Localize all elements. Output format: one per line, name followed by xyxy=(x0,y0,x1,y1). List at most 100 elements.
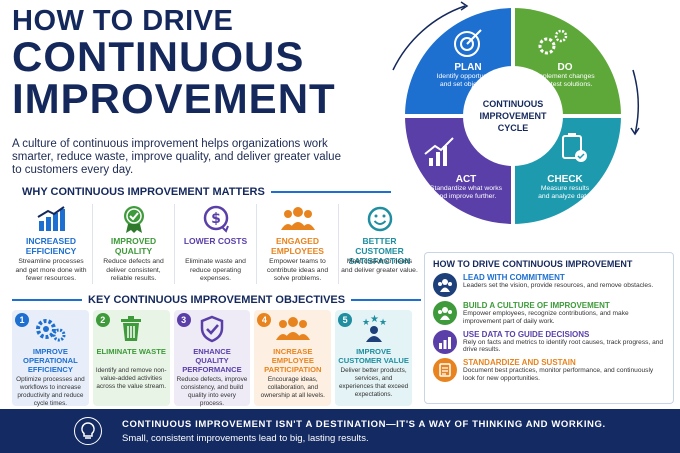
matters-heading: WHY CONTINUOUS IMPROVEMENT MATTERS xyxy=(22,186,391,198)
svg-text:★: ★ xyxy=(379,318,387,328)
matters-desc: Eliminate waste and reduce operating exp… xyxy=(185,258,246,282)
heading-rule xyxy=(351,299,422,301)
matters-desc: Empower teams to contribute ideas and so… xyxy=(266,258,329,282)
check-title: CHECK xyxy=(547,174,583,185)
objective-card-3: 3 ENHANCE QUALITY PERFORMANCE Reduce def… xyxy=(173,310,251,407)
heading-rule xyxy=(12,299,82,301)
drive-title: BUILD A CULTURE OF IMPROVEMENT xyxy=(463,301,610,310)
drive-item-commitment: LEAD WITH COMMITMENT Leaders set the vis… xyxy=(433,273,665,297)
team-icon xyxy=(259,204,336,234)
objective-title: ENHANCE QUALITY PERFORMANCE xyxy=(182,347,242,374)
do-desc-1: Implement changes xyxy=(535,73,595,80)
team-icon xyxy=(433,301,457,325)
shield-check-icon xyxy=(177,314,248,344)
intro-text: A culture of continuous improvement help… xyxy=(12,138,341,176)
cycle-plan-label: PLAN Identify opportunities and set obje… xyxy=(428,62,508,89)
matters-item-costs: $ LOWER COSTS Eliminate waste and reduce… xyxy=(174,204,256,284)
star-customer-icon: ★★★ xyxy=(338,314,409,344)
team-icon xyxy=(257,314,328,344)
objective-desc: Deliver better products, services, and e… xyxy=(338,367,409,398)
checklist-icon xyxy=(433,358,457,383)
gears-icon xyxy=(15,314,86,344)
plan-title: PLAN xyxy=(454,62,482,73)
objective-card-4: 4 INCREASE EMPLOYEE PARTICIPATION Encour… xyxy=(254,310,332,406)
cycle-act-label: ACT Standardize what works and improve f… xyxy=(423,174,509,201)
page-title: HOW TO DRIVE CONTINUOUS IMPROVEMENT xyxy=(12,6,357,120)
heading-rule xyxy=(270,191,391,193)
lightbulb-icon xyxy=(74,417,102,445)
plan-desc-2: and set objectives. xyxy=(439,81,497,88)
svg-text:★: ★ xyxy=(362,318,370,328)
objective-card-1: 1 IMPROVE OPERATIONAL EFFICIENCY Optimiz… xyxy=(12,310,89,407)
objective-number: 4 xyxy=(257,313,272,327)
drive-panel: HOW TO DRIVE CONTINUOUS IMPROVEMENT LEAD… xyxy=(424,252,674,404)
check-desc-2: and analyze data. xyxy=(538,193,592,200)
drive-item-culture: BUILD A CULTURE OF IMPROVEMENT Empower e… xyxy=(433,301,665,326)
matters-title: ENGAGED EMPLOYEES xyxy=(271,236,324,256)
pdca-cycle-diagram: PLAN Identify opportunities and set obje… xyxy=(385,0,665,240)
title-line-1: HOW TO DRIVE xyxy=(12,5,234,37)
check-desc-1: Measure results xyxy=(540,185,590,192)
matters-title: IMPROVED QUALITY xyxy=(110,236,157,256)
drive-desc: Empower employees, recognize contributio… xyxy=(463,310,629,325)
target-icon xyxy=(454,29,482,57)
matters-desc: Streamline processes and get more done w… xyxy=(15,258,87,282)
matters-item-employees: ENGAGED EMPLOYEES Empower teams to contr… xyxy=(256,204,338,284)
gears-icon xyxy=(538,29,568,55)
do-title: DO xyxy=(557,62,573,73)
objective-number: 5 xyxy=(338,313,353,327)
objective-desc: Reduce defects, improve consistency, and… xyxy=(176,376,248,407)
svg-text:★: ★ xyxy=(370,315,379,325)
drive-heading: HOW TO DRIVE CONTINUOUS IMPROVEMENT xyxy=(433,259,633,269)
title-line-2: CONTINUOUS xyxy=(12,33,305,80)
cycle-do-label: DO Implement changes and test solutions. xyxy=(525,62,605,89)
drive-desc: Document best practices, monitor perform… xyxy=(463,367,654,382)
act-desc-1: Standardize what works xyxy=(429,185,503,192)
objective-desc: Identify and remove non-value-added acti… xyxy=(95,367,167,390)
footer-banner: CONTINUOUS IMPROVEMENT ISN'T A DESTINATI… xyxy=(0,409,680,453)
matters-title: BETTER CUSTOMER SATISFACTION xyxy=(348,236,411,266)
bar-chart-icon xyxy=(12,204,90,234)
drive-desc: Leaders set the vision, provide resource… xyxy=(463,282,654,289)
act-desc-2: and improve further. xyxy=(435,193,497,200)
objective-card-2: 2 ELIMINATE WASTE Identify and remove no… xyxy=(92,310,170,406)
drive-item-standardize: STANDARDIZE AND SUSTAIN Document best pr… xyxy=(433,358,665,383)
svg-text:$: $ xyxy=(211,211,221,227)
bar-chart-icon xyxy=(433,329,457,354)
matters-desc: Reduce defects and deliver consistent, r… xyxy=(103,258,164,282)
rising-chart-icon xyxy=(424,137,454,166)
leadership-icon xyxy=(433,273,457,297)
title-line-3: IMPROVEMENT xyxy=(12,75,336,122)
footer-line-2: Small, consistent improvements lead to b… xyxy=(122,432,369,444)
objective-card-5: 5 ★★★ IMPROVE CUSTOMER VALUE Deliver bet… xyxy=(335,310,412,406)
trash-icon xyxy=(96,314,167,344)
drive-desc: Rely on facts and metrics to identify ro… xyxy=(463,338,664,354)
drive-title: LEAD WITH COMMITMENT xyxy=(463,273,565,282)
matters-desc: Meet customer needs and deliver greater … xyxy=(341,258,418,274)
objective-number: 3 xyxy=(176,313,191,327)
objectives-heading: KEY CONTINUOUS IMPROVEMENT OBJECTIVES xyxy=(12,294,422,306)
objective-desc: Encourage ideas, collaboration, and owne… xyxy=(260,376,325,399)
objective-title: INCREASE EMPLOYEE PARTICIPATION xyxy=(264,347,322,374)
objective-number: 2 xyxy=(95,313,110,327)
matters-item-satisfaction: BETTER CUSTOMER SATISFACTION Meet custom… xyxy=(338,204,420,284)
plan-desc-1: Identify opportunities xyxy=(436,73,500,80)
footer-text: CONTINUOUS IMPROVEMENT ISN'T A DESTINATI… xyxy=(122,419,606,444)
act-title: ACT xyxy=(455,174,477,185)
footer-line-1: CONTINUOUS IMPROVEMENT ISN'T A DESTINATI… xyxy=(122,418,606,430)
cycle-center-line: IMPROVEMENT xyxy=(479,111,547,121)
matters-item-efficiency: INCREASED EFFICIENCY Streamline processe… xyxy=(10,204,92,284)
matters-title: INCREASED EFFICIENCY xyxy=(25,236,77,256)
clipboard-check-icon xyxy=(562,133,587,162)
drive-title: STANDARDIZE AND SUSTAIN xyxy=(463,358,576,368)
smiley-icon xyxy=(341,204,418,234)
objective-desc: Optimize processes and workflows to incr… xyxy=(16,376,85,407)
objective-title: IMPROVE OPERATIONAL EFFICIENCY xyxy=(23,347,78,374)
objective-title: ELIMINATE WASTE xyxy=(96,347,166,356)
objective-title: IMPROVE CUSTOMER VALUE xyxy=(338,347,409,365)
cycle-center-line: CYCLE xyxy=(497,123,529,133)
matters-list: INCREASED EFFICIENCY Streamline processe… xyxy=(10,204,420,284)
matters-heading-text: WHY CONTINUOUS IMPROVEMENT MATTERS xyxy=(22,186,265,198)
quality-medal-icon xyxy=(95,204,172,234)
objective-number: 1 xyxy=(15,313,29,327)
